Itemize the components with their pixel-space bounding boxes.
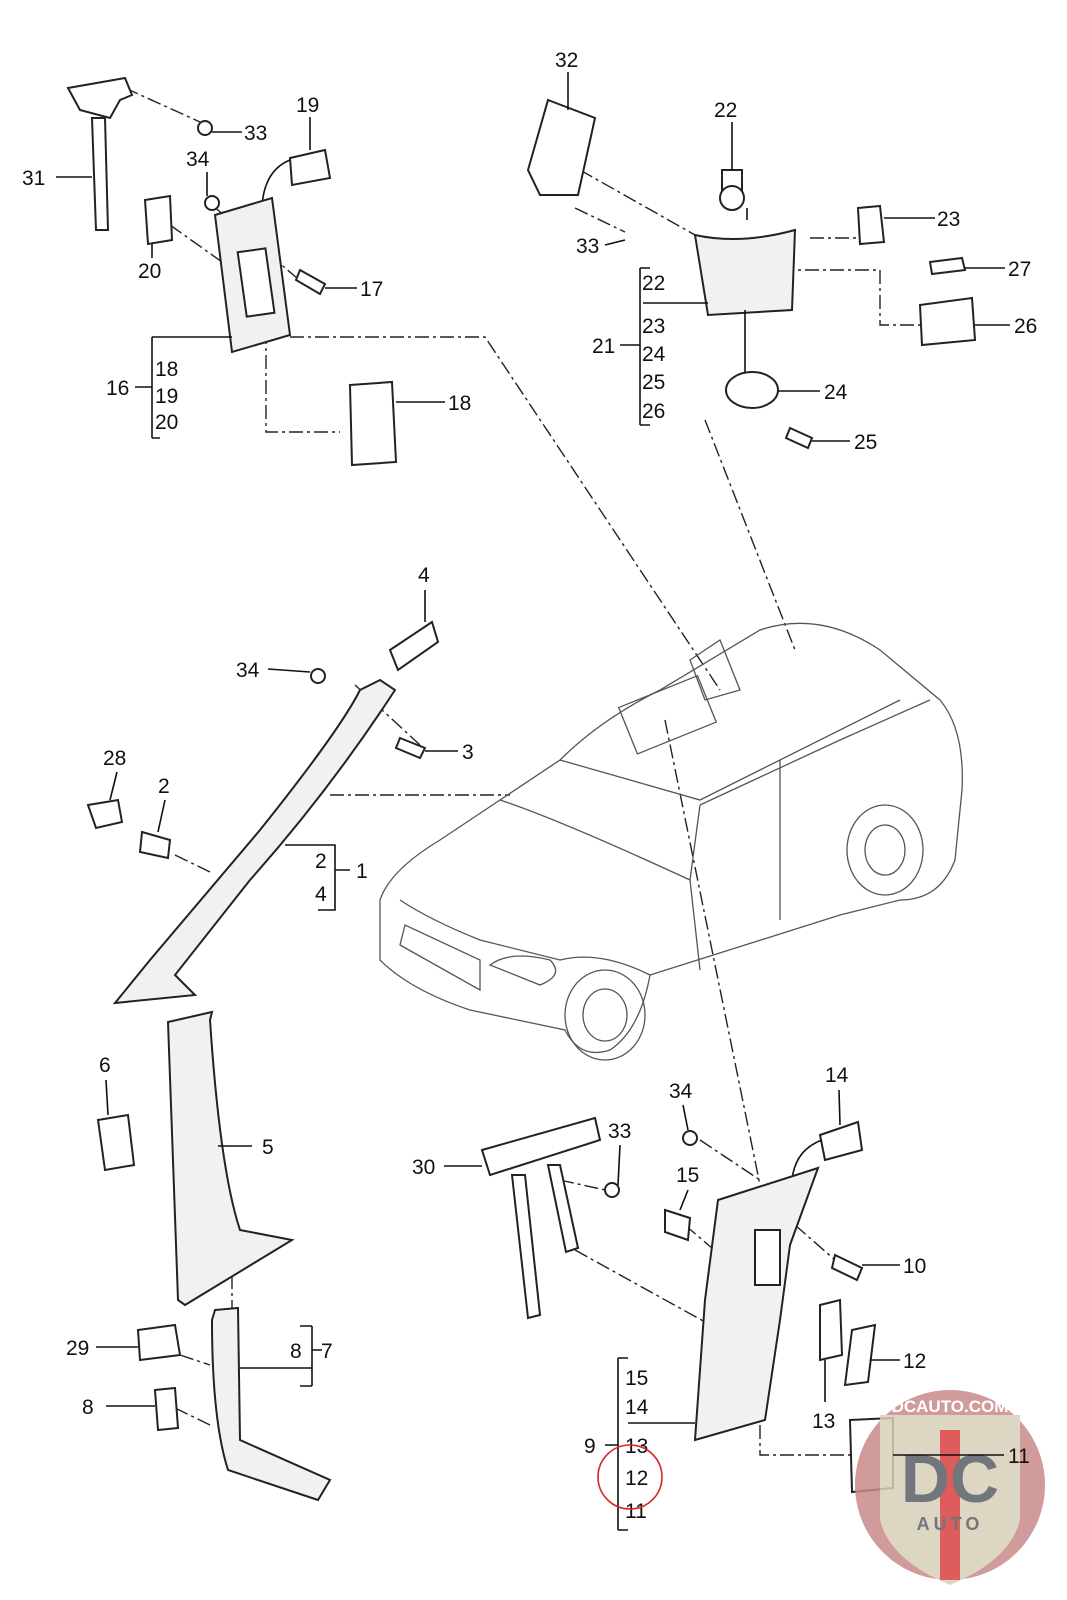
callout-label: 23 [937, 208, 960, 231]
watermark-word: AUTO [917, 1514, 984, 1534]
dcauto-watermark-logo: DCAUTO.COM DC AUTO [855, 1390, 1045, 1585]
callout-label: 25 [854, 431, 877, 454]
callout-label: 21 [592, 335, 615, 358]
callout-label: 7 [321, 1340, 333, 1363]
callout-label: 4 [418, 564, 430, 587]
callout-label: 14 [625, 1396, 649, 1419]
part-9 [693, 1166, 820, 1442]
callout-label: 5 [262, 1136, 274, 1159]
callout-label: 4 [315, 883, 327, 906]
callout-label: 26 [642, 400, 665, 423]
callout-label: 18 [155, 358, 178, 381]
part-32 [526, 98, 597, 196]
part-5 [166, 1010, 295, 1307]
callout-label: 15 [625, 1367, 648, 1390]
callout-label: 19 [155, 385, 178, 408]
callout-label: 3 [462, 741, 474, 764]
callout-label: 13 [812, 1410, 835, 1433]
part-18 [348, 380, 398, 467]
part-21 [693, 228, 797, 317]
callout-label: 17 [360, 278, 383, 301]
callout-label: 10 [903, 1255, 926, 1278]
callout-label: 12 [903, 1350, 926, 1373]
part-19 [288, 148, 332, 187]
callout-label: 13 [625, 1435, 648, 1458]
callout-label: 2 [315, 850, 327, 873]
callout-label: 6 [99, 1054, 111, 1077]
watermark-initials: DC [901, 1441, 999, 1517]
parts [66, 76, 977, 1502]
callout-label: 22 [642, 272, 665, 295]
callout-label: 20 [155, 411, 178, 434]
part-26 [918, 296, 977, 347]
vehicle-illustration [379, 622, 963, 1061]
callout-label: 34 [236, 659, 260, 682]
callout-label: 12 [625, 1467, 648, 1490]
callout-label: 25 [642, 371, 665, 394]
callout-label: 23 [642, 315, 665, 338]
callout-label: 22 [714, 99, 737, 122]
callout-label: 24 [642, 343, 666, 366]
part-7 [210, 1306, 332, 1502]
callout-label: 32 [555, 49, 578, 72]
callout-label: 14 [825, 1064, 849, 1087]
part-30 [480, 1116, 602, 1177]
part-20 [143, 194, 174, 246]
callout-label: 33 [576, 235, 599, 258]
callout-label: 30 [412, 1156, 435, 1179]
callout-label: 33 [244, 122, 267, 145]
callout-label: 31 [22, 167, 45, 190]
callout-label: 20 [138, 260, 161, 283]
watermark-url: DCAUTO.COM [892, 1397, 1009, 1416]
callout-label: 33 [608, 1120, 631, 1143]
callout-label: 34 [669, 1080, 693, 1103]
callout-label: 2 [158, 775, 170, 798]
callout-label: 29 [66, 1337, 89, 1360]
callout-label: 8 [82, 1396, 94, 1419]
callout-label: 27 [1008, 258, 1031, 281]
callout-label: 8 [290, 1340, 302, 1363]
callout-label: 9 [584, 1435, 596, 1458]
callout-labels: 32 22 23 33 27 26 22 23 24 25 26 21 24 2… [22, 49, 1037, 1523]
part-31 [66, 76, 134, 120]
callout-label: 15 [676, 1164, 699, 1187]
callout-label: 24 [824, 381, 848, 404]
part-24 [725, 371, 779, 409]
callout-label: 19 [296, 94, 319, 117]
part-1 [112, 678, 397, 1005]
callout-label: 34 [186, 148, 210, 171]
callout-label: 16 [106, 377, 129, 400]
callout-label: 11 [625, 1500, 647, 1523]
highlight-circle [597, 1444, 663, 1510]
callout-label: 28 [103, 747, 126, 770]
callout-label: 26 [1014, 315, 1037, 338]
callout-label: 1 [356, 860, 368, 883]
leader-lines [56, 72, 1010, 1531]
callout-label: 18 [448, 392, 471, 415]
callout-label: 11 [1008, 1445, 1030, 1468]
